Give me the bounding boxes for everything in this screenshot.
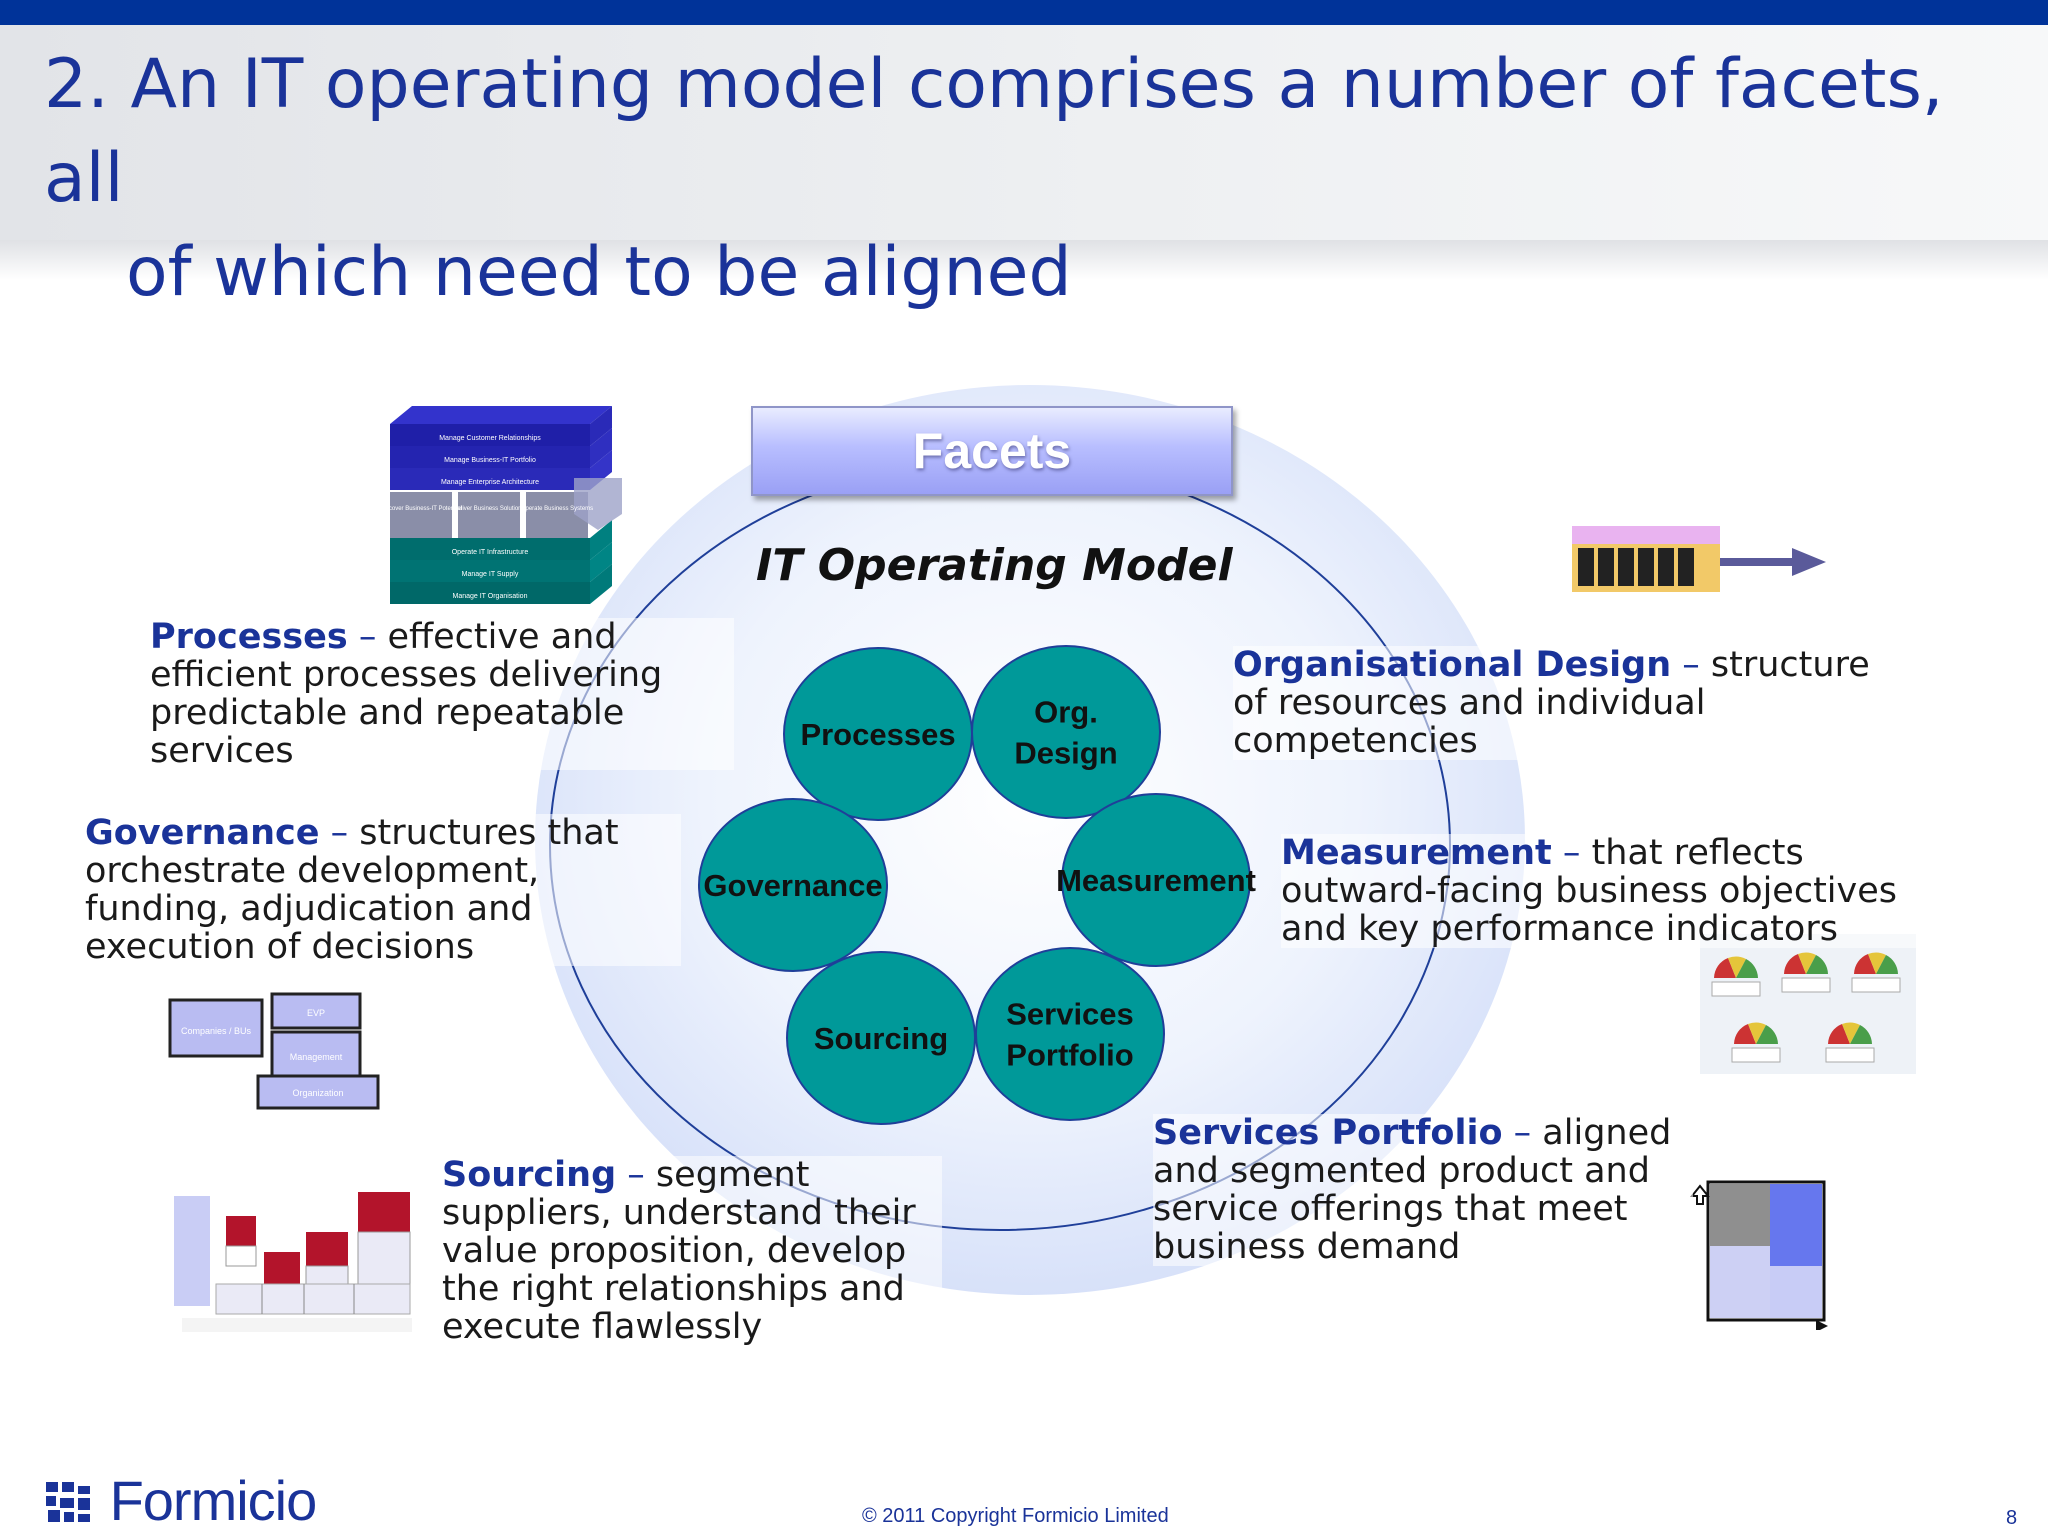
governance-box-label-0: Companies / BUs — [181, 1026, 252, 1036]
org-design-heading: Organisational Design — [1233, 645, 1672, 685]
org-design-thumbnail — [1572, 526, 1826, 592]
title-band — [0, 25, 2048, 240]
governance-box-label-1: EVP — [307, 1008, 325, 1018]
process-stack-columns — [390, 478, 622, 538]
facet-circle-label-1-1: Design — [1014, 736, 1117, 771]
services-portfolio-dash: – — [1502, 1113, 1543, 1153]
process-layer-label-3: Operate IT Infrastructure — [452, 549, 529, 556]
measurement-heading: Measurement — [1281, 833, 1552, 873]
facets-header-box: Facets — [751, 406, 1233, 496]
org-design-text: structure of resources and individual co… — [1233, 645, 1870, 761]
processes-text: effective and efficient processes delive… — [150, 617, 663, 771]
title-shadow — [0, 240, 2048, 280]
page-number: 8 — [2006, 1507, 2018, 1529]
org-design-description: Organisational Design – structure of res… — [1233, 646, 1913, 760]
formicio-logo-icon — [46, 1482, 90, 1522]
it-operating-model-label: IT Operating Model — [756, 540, 1233, 591]
slide-title: 2. An IT operating model comprises a num… — [44, 38, 2004, 320]
facet-circle-label-1-0: Org. — [1034, 695, 1098, 730]
sourcing-description: Sourcing – segment suppliers, understand… — [442, 1156, 942, 1346]
facet-circle-label-5-0: Governance — [703, 868, 882, 903]
facet-circle-5 — [698, 798, 888, 972]
governance-heading: Governance — [85, 813, 320, 853]
sourcing-text: segment suppliers, understand their valu… — [442, 1155, 916, 1347]
facet-circle-label-2-0: Measurement — [1056, 863, 1256, 898]
top-accent-bar — [0, 0, 2048, 25]
governance-box-label-3: Organization — [292, 1088, 343, 1098]
governance-box-label-2: Management — [290, 1052, 343, 1062]
governance-text: structures that orchestrate development,… — [85, 813, 619, 967]
outer-ellipse — [535, 385, 1525, 1295]
services-portfolio-description: Services Portfolio – aligned and segment… — [1153, 1114, 1693, 1266]
processes-description: Processes – effective and efficient proc… — [150, 618, 734, 770]
facet-circle-label-4-0: Sourcing — [814, 1021, 948, 1056]
facet-circle-4 — [786, 951, 976, 1125]
services-portfolio-thumbnail — [1689, 1180, 1828, 1330]
copyright-notice: © 2011 Copyright Formicio Limited — [862, 1505, 1169, 1527]
facet-circle-1 — [971, 645, 1161, 819]
formicio-logo: Formicio — [44, 1468, 318, 1533]
dashboard-gauge-3 — [1731, 1022, 1781, 1063]
facet-circle-3 — [975, 947, 1165, 1121]
process-stack-bottom-layers — [390, 520, 612, 604]
governance-dash: – — [319, 813, 360, 853]
dashboard-gauge-0 — [1711, 956, 1761, 997]
process-column-label-0: Discover Business-IT Potential — [386, 506, 462, 512]
process-column-label-2: Operate Business Systems — [521, 506, 593, 512]
process-layer-label-1: Manage Business-IT Portfolio — [444, 457, 536, 464]
slide-title-line1: 2. An IT operating model comprises a num… — [44, 45, 1944, 218]
org-design-dash: – — [1671, 645, 1711, 685]
sourcing-matrix-thumbnail — [174, 1192, 412, 1332]
dashboard-gauge-4 — [1825, 1022, 1875, 1063]
measurement-text: that reflects outward-facing business ob… — [1281, 833, 1898, 949]
facet-circle-label-3-0: Services — [1006, 997, 1134, 1032]
facet-circle-2 — [1061, 793, 1251, 967]
services-portfolio-text: aligned and segmented product and servic… — [1153, 1113, 1672, 1267]
facet-circle-label-0-0: Processes — [800, 717, 955, 752]
services-portfolio-heading: Services Portfolio — [1153, 1113, 1503, 1153]
process-stack-top-layers — [390, 406, 612, 490]
process-layer-label-2: Manage Enterprise Architecture — [441, 479, 539, 486]
process-layer-label-5: Manage IT Organisation — [453, 593, 528, 600]
dashboard-gauge-2 — [1851, 952, 1901, 993]
process-column-label-1: Deliver Business Solutions — [453, 506, 524, 512]
process-layer-label-4: Manage IT Supply — [462, 571, 519, 578]
sourcing-heading: Sourcing — [442, 1155, 617, 1195]
facet-circle-label-3-1: Portfolio — [1006, 1038, 1133, 1073]
measurement-dashboard-thumbnail — [1700, 934, 1916, 1074]
measurement-dash: – — [1551, 833, 1592, 873]
slide-title-line2: of which need to be aligned — [126, 233, 1072, 312]
facet-circles: Processes Org. DesignMeasurementServicesPo… — [698, 645, 1256, 1125]
governance-description: Governance – structures that orchestrate… — [85, 814, 681, 966]
sourcing-dash: – — [616, 1155, 656, 1195]
processes-dash: – — [347, 617, 388, 657]
dashboard-gauge-1 — [1781, 952, 1831, 993]
processes-heading: Processes — [150, 617, 348, 657]
measurement-description: Measurement – that reflects outward-faci… — [1281, 834, 1921, 948]
process-layer-label-0: Manage Customer Relationships — [439, 435, 541, 442]
logo-text: Formicio — [109, 1469, 318, 1532]
